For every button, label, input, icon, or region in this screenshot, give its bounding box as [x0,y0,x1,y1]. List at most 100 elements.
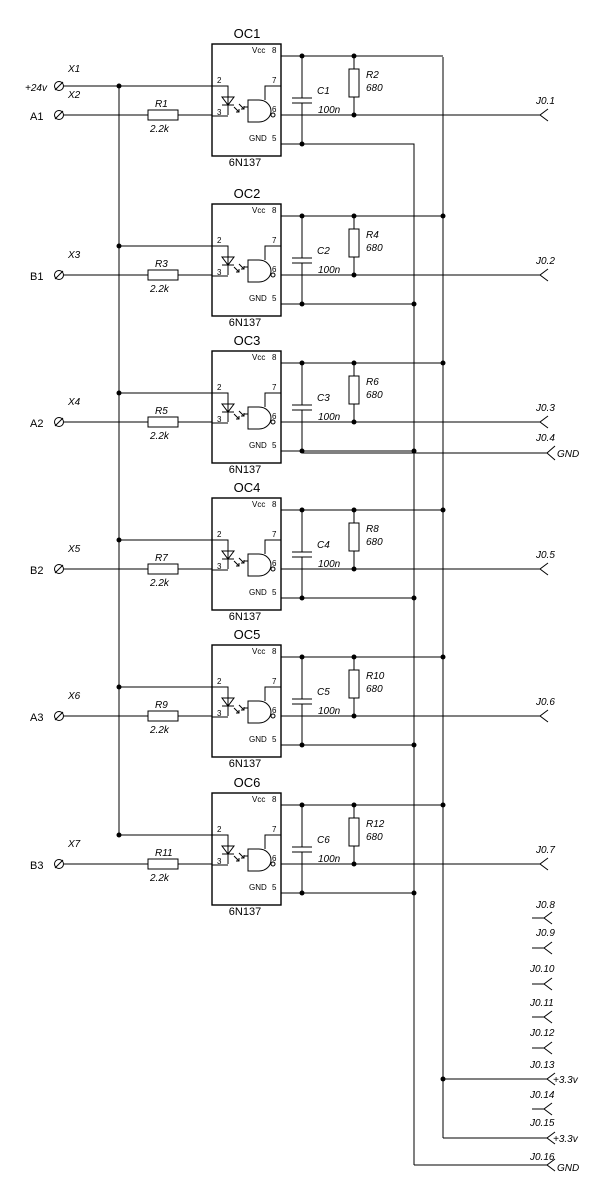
ic-body [211,203,282,317]
connector-pin-label: J0.13 [529,1060,555,1071]
pin-5-label: 5 [272,883,277,892]
connector-pin-label: J0.12 [529,1028,555,1039]
light-arrow-icon [238,557,245,564]
connector-j0-15: J0.15 +3.3v [443,1118,579,1145]
pin-6-label: 6 [272,559,277,568]
led-diode-icon [221,550,235,560]
output-connector-label: J0.6 [535,697,555,708]
input-terminal-label: X2 [67,90,81,101]
capacitor-value: 100n [318,854,341,865]
input-terminal-label: X6 [67,691,81,702]
input-resistor [147,269,179,281]
ic-body [211,350,282,464]
pin-gnd-label: GND [249,134,267,143]
input-label: A1 [30,111,43,123]
input-terminal-label: X5 [67,544,81,555]
pullup-value: 680 [366,832,383,843]
pin-8-label: 8 [272,795,277,804]
connector-arrow-icon [543,1010,553,1024]
ic-part-number: 6N137 [229,758,261,770]
pin-7-label: 7 [272,825,277,834]
connector-j0-16: J0.16 GND [414,1152,579,1174]
input-label: A3 [30,712,43,724]
output-connector-label: J0.5 [535,550,555,561]
ic-part-number: 6N137 [229,906,261,918]
pin-vcc-label: Vcc [252,206,265,215]
connector-net-label: GND [557,449,579,460]
input-label: A2 [30,418,43,430]
pullup-value: 680 [366,243,383,254]
light-arrow-icon [238,704,245,711]
connector-pin-label: J0.10 [529,964,555,975]
nand-gate-icon [247,406,272,430]
pin-2-label: 2 [217,76,222,85]
pin-6-label: 6 [272,706,277,715]
light-arrow-icon [233,707,240,714]
ic-body [211,792,282,906]
pullup-resistor [348,228,360,258]
pin-3-label: 3 [217,108,222,117]
connector-net-label: GND [557,1163,579,1174]
input-label: B2 [30,565,43,577]
pin-5-label: 5 [272,735,277,744]
capacitor-value: 100n [318,412,341,423]
connector-pin-label: J0.8 [535,900,555,911]
connector-pin-label: J0.14 [529,1090,555,1101]
input-resistor-ref: R7 [155,553,168,564]
ic-body [211,497,282,611]
pin-gnd-label: GND [249,588,267,597]
pin-5-label: 5 [272,134,277,143]
connector-arrow-icon [539,709,549,723]
output-connector-label: J0.2 [535,256,555,267]
pin-vcc-label: Vcc [252,647,265,656]
input-label: B3 [30,860,43,872]
connector-arrow-icon [543,941,553,955]
pin-6-label: 6 [272,412,277,421]
terminal-icon [54,711,64,721]
connector-arrow-icon [539,857,549,871]
connector-j0-14: J0.14 [529,1090,555,1116]
connector-arrow-icon [543,911,553,925]
pin-gnd-label: GND [249,735,267,744]
pin-2-label: 2 [217,236,222,245]
nand-gate-icon [247,259,272,283]
pin-gnd-label: GND [249,883,267,892]
pin-7-label: 7 [272,76,277,85]
led-diode-icon [221,845,235,855]
optocoupler-title: OC2 [234,186,261,201]
connector-net-label: +3.3v [553,1134,579,1145]
connector-pin-label: J0.15 [529,1118,555,1129]
connector-j0-8: J0.8 [532,900,555,925]
input-resistor-value: 2.2k [149,578,170,589]
connector-arrow-icon [543,1102,553,1116]
connector-net-label: +3.3v [553,1075,579,1086]
light-arrow-icon [233,106,240,113]
light-arrow-icon [238,103,245,110]
pin-gnd-label: GND [249,294,267,303]
input-resistor-ref: R3 [155,259,168,270]
pullup-resistor [348,669,360,699]
nand-gate-icon [247,848,272,872]
input-resistor [147,109,179,121]
pin-3-label: 3 [217,268,222,277]
input-label: B1 [30,271,43,283]
capacitor-ref: C6 [317,835,330,846]
connector-arrow-icon [546,1072,556,1086]
pullup-ref: R2 [366,70,379,81]
optocoupler-title: OC5 [234,627,261,642]
light-arrow-icon [233,266,240,273]
pin-7-label: 7 [272,383,277,392]
connector-arrow-icon [543,977,553,991]
pullup-ref: R10 [366,671,385,682]
pin-3-label: 3 [217,857,222,866]
pullup-value: 680 [366,390,383,401]
capacitor-ref: C5 [317,687,330,698]
pullup-resistor [348,522,360,552]
pin-7-label: 7 [272,530,277,539]
connector-arrow-icon [546,1158,556,1172]
terminal-icon [54,564,64,574]
terminal-icon [54,859,64,869]
light-arrow-icon [238,263,245,270]
input-resistor [147,563,179,575]
